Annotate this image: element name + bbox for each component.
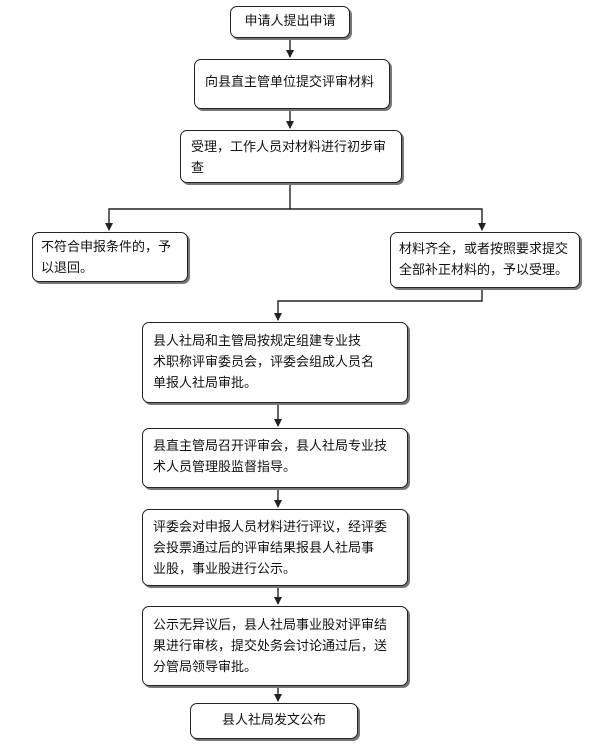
step-reject: 不符合申报条件的，予 以退回。 xyxy=(32,232,188,282)
step-review: 公示无异议后，县人社局事业股对评审结 果进行审核，提交处务会讨论通过后，送 分管… xyxy=(142,606,408,686)
step-accept: 受理，工作人员对材料进行初步审 查 xyxy=(180,130,402,183)
arrow-accept-to-reject xyxy=(105,183,291,231)
step-apply: 申请人提出申请 xyxy=(230,6,350,38)
step-meeting: 县直主管局召开评审会，县人社局专业技 术人员管理股监督指导。 xyxy=(142,428,408,488)
step-vote: 评委会对申报人员材料进行评议，经评委 会投票通过后的评审结果报县人社局事 业股，… xyxy=(142,509,408,586)
arrow-accept-to-complete xyxy=(290,208,486,231)
step-submit: 向县直主管单位提交评审材料 xyxy=(194,59,390,109)
arrow-complete-to-committee xyxy=(274,288,483,321)
step-complete: 材料齐全，或者按照要求提交 全部补正材料的，予以受理。 xyxy=(390,232,580,288)
step-committee: 县人社局和主管局按规定组建专业技 术职称评审委员会，评委会组成人员名 单报人社局… xyxy=(142,322,408,403)
step-publish: 县人社局发文公布 xyxy=(190,703,358,739)
